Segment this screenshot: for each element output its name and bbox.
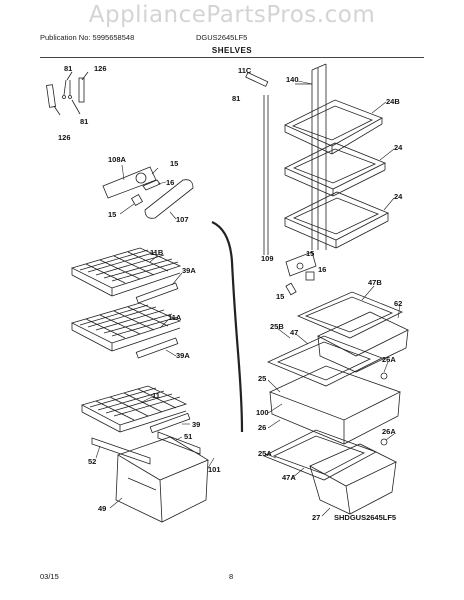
crisper-cover-47b — [296, 291, 403, 339]
callout-108a: 108A — [108, 155, 127, 164]
callout-126: 126 — [94, 64, 107, 73]
callout-52: 52 — [88, 457, 96, 466]
shelf-trim-39a-lower — [135, 337, 179, 359]
diagram-code: SHDGUS2645LF5 — [334, 513, 396, 522]
callout-27: 27 — [312, 513, 320, 522]
wire-shelf-11a — [70, 302, 182, 352]
crisper-control-drawing — [102, 166, 194, 219]
callout-15: 15 — [108, 210, 116, 219]
callout-49: 49 — [98, 504, 106, 513]
shelf-trim-39 — [149, 412, 191, 434]
callout-16: 16 — [166, 178, 174, 187]
glass-shelf-24b — [284, 99, 383, 155]
callout-101: 101 — [208, 465, 221, 474]
page-title: SHELVES — [211, 46, 253, 55]
callout-11c: 11C — [238, 66, 252, 75]
callout-11: 11 — [152, 391, 160, 400]
callout-100: 100 — [256, 408, 269, 417]
callout-11a: 11A — [168, 313, 182, 322]
liner-rail-drawing — [245, 63, 327, 255]
callout-labels: 81 126 81 126 11C 140 81 24B 24 24 108A … — [58, 64, 403, 522]
crisper-cover-47a — [263, 429, 377, 481]
callout-81: 81 — [64, 64, 72, 73]
callout-39a: 39A — [176, 351, 190, 360]
shelf-trim-39a-upper — [135, 282, 179, 304]
callout-107: 107 — [176, 215, 189, 224]
callout-24b: 24B — [386, 97, 400, 106]
callout-109: 109 — [261, 254, 274, 263]
publication-number: Publication No: 5995658548 — [40, 33, 135, 42]
callout-26a: 26A — [382, 427, 396, 436]
wire-shelf-11 — [80, 385, 188, 433]
callout-16: 16 — [318, 265, 326, 274]
callout-47: 47 — [290, 328, 298, 337]
callout-24: 24 — [394, 192, 403, 201]
callout-81: 81 — [80, 117, 88, 126]
callout-62: 62 — [394, 299, 402, 308]
callout-126: 126 — [58, 133, 71, 142]
page-number: 8 — [229, 572, 234, 581]
hinge-bracket-drawing — [46, 71, 89, 116]
crisper-cover-47 — [267, 335, 383, 387]
crisper-drawer-middle — [268, 365, 402, 445]
leader-lines — [95, 80, 401, 517]
callout-25: 25 — [258, 374, 266, 383]
callout-81: 81 — [232, 94, 240, 103]
callout-26a: 26A — [382, 355, 396, 364]
callout-26: 26 — [258, 423, 266, 432]
footer-date: 03/15 — [40, 572, 59, 581]
wire-shelf-11b — [70, 247, 182, 297]
callout-140: 140 — [286, 75, 299, 84]
crisper-bin-49 — [115, 436, 209, 523]
callout-39: 39 — [192, 420, 200, 429]
crisper-rails-drawing — [91, 431, 201, 465]
glass-shelf-24-upper — [284, 142, 386, 197]
callout-15: 15 — [170, 159, 178, 168]
right-control-drawing — [285, 251, 317, 296]
callout-25a: 25A — [258, 449, 272, 458]
callout-39a: 39A — [182, 266, 196, 275]
callout-51: 51 — [184, 432, 192, 441]
glass-shelf-24-lower — [284, 191, 389, 249]
callout-24: 24 — [394, 143, 403, 152]
header-rule — [40, 57, 424, 58]
drain-tube — [211, 220, 244, 433]
model-number: DGUS2645LF5 — [196, 33, 248, 42]
callout-15: 15 — [276, 292, 284, 301]
watermark: AppliancePartsPros.com — [88, 2, 376, 28]
callout-11b: 11B — [150, 248, 164, 257]
callout-15: 15 — [306, 249, 314, 258]
callout-47a: 47A — [282, 473, 296, 482]
callout-47b: 47B — [368, 278, 382, 287]
crisper-drawer-lower — [309, 438, 397, 515]
callout-25b: 25B — [270, 322, 284, 331]
